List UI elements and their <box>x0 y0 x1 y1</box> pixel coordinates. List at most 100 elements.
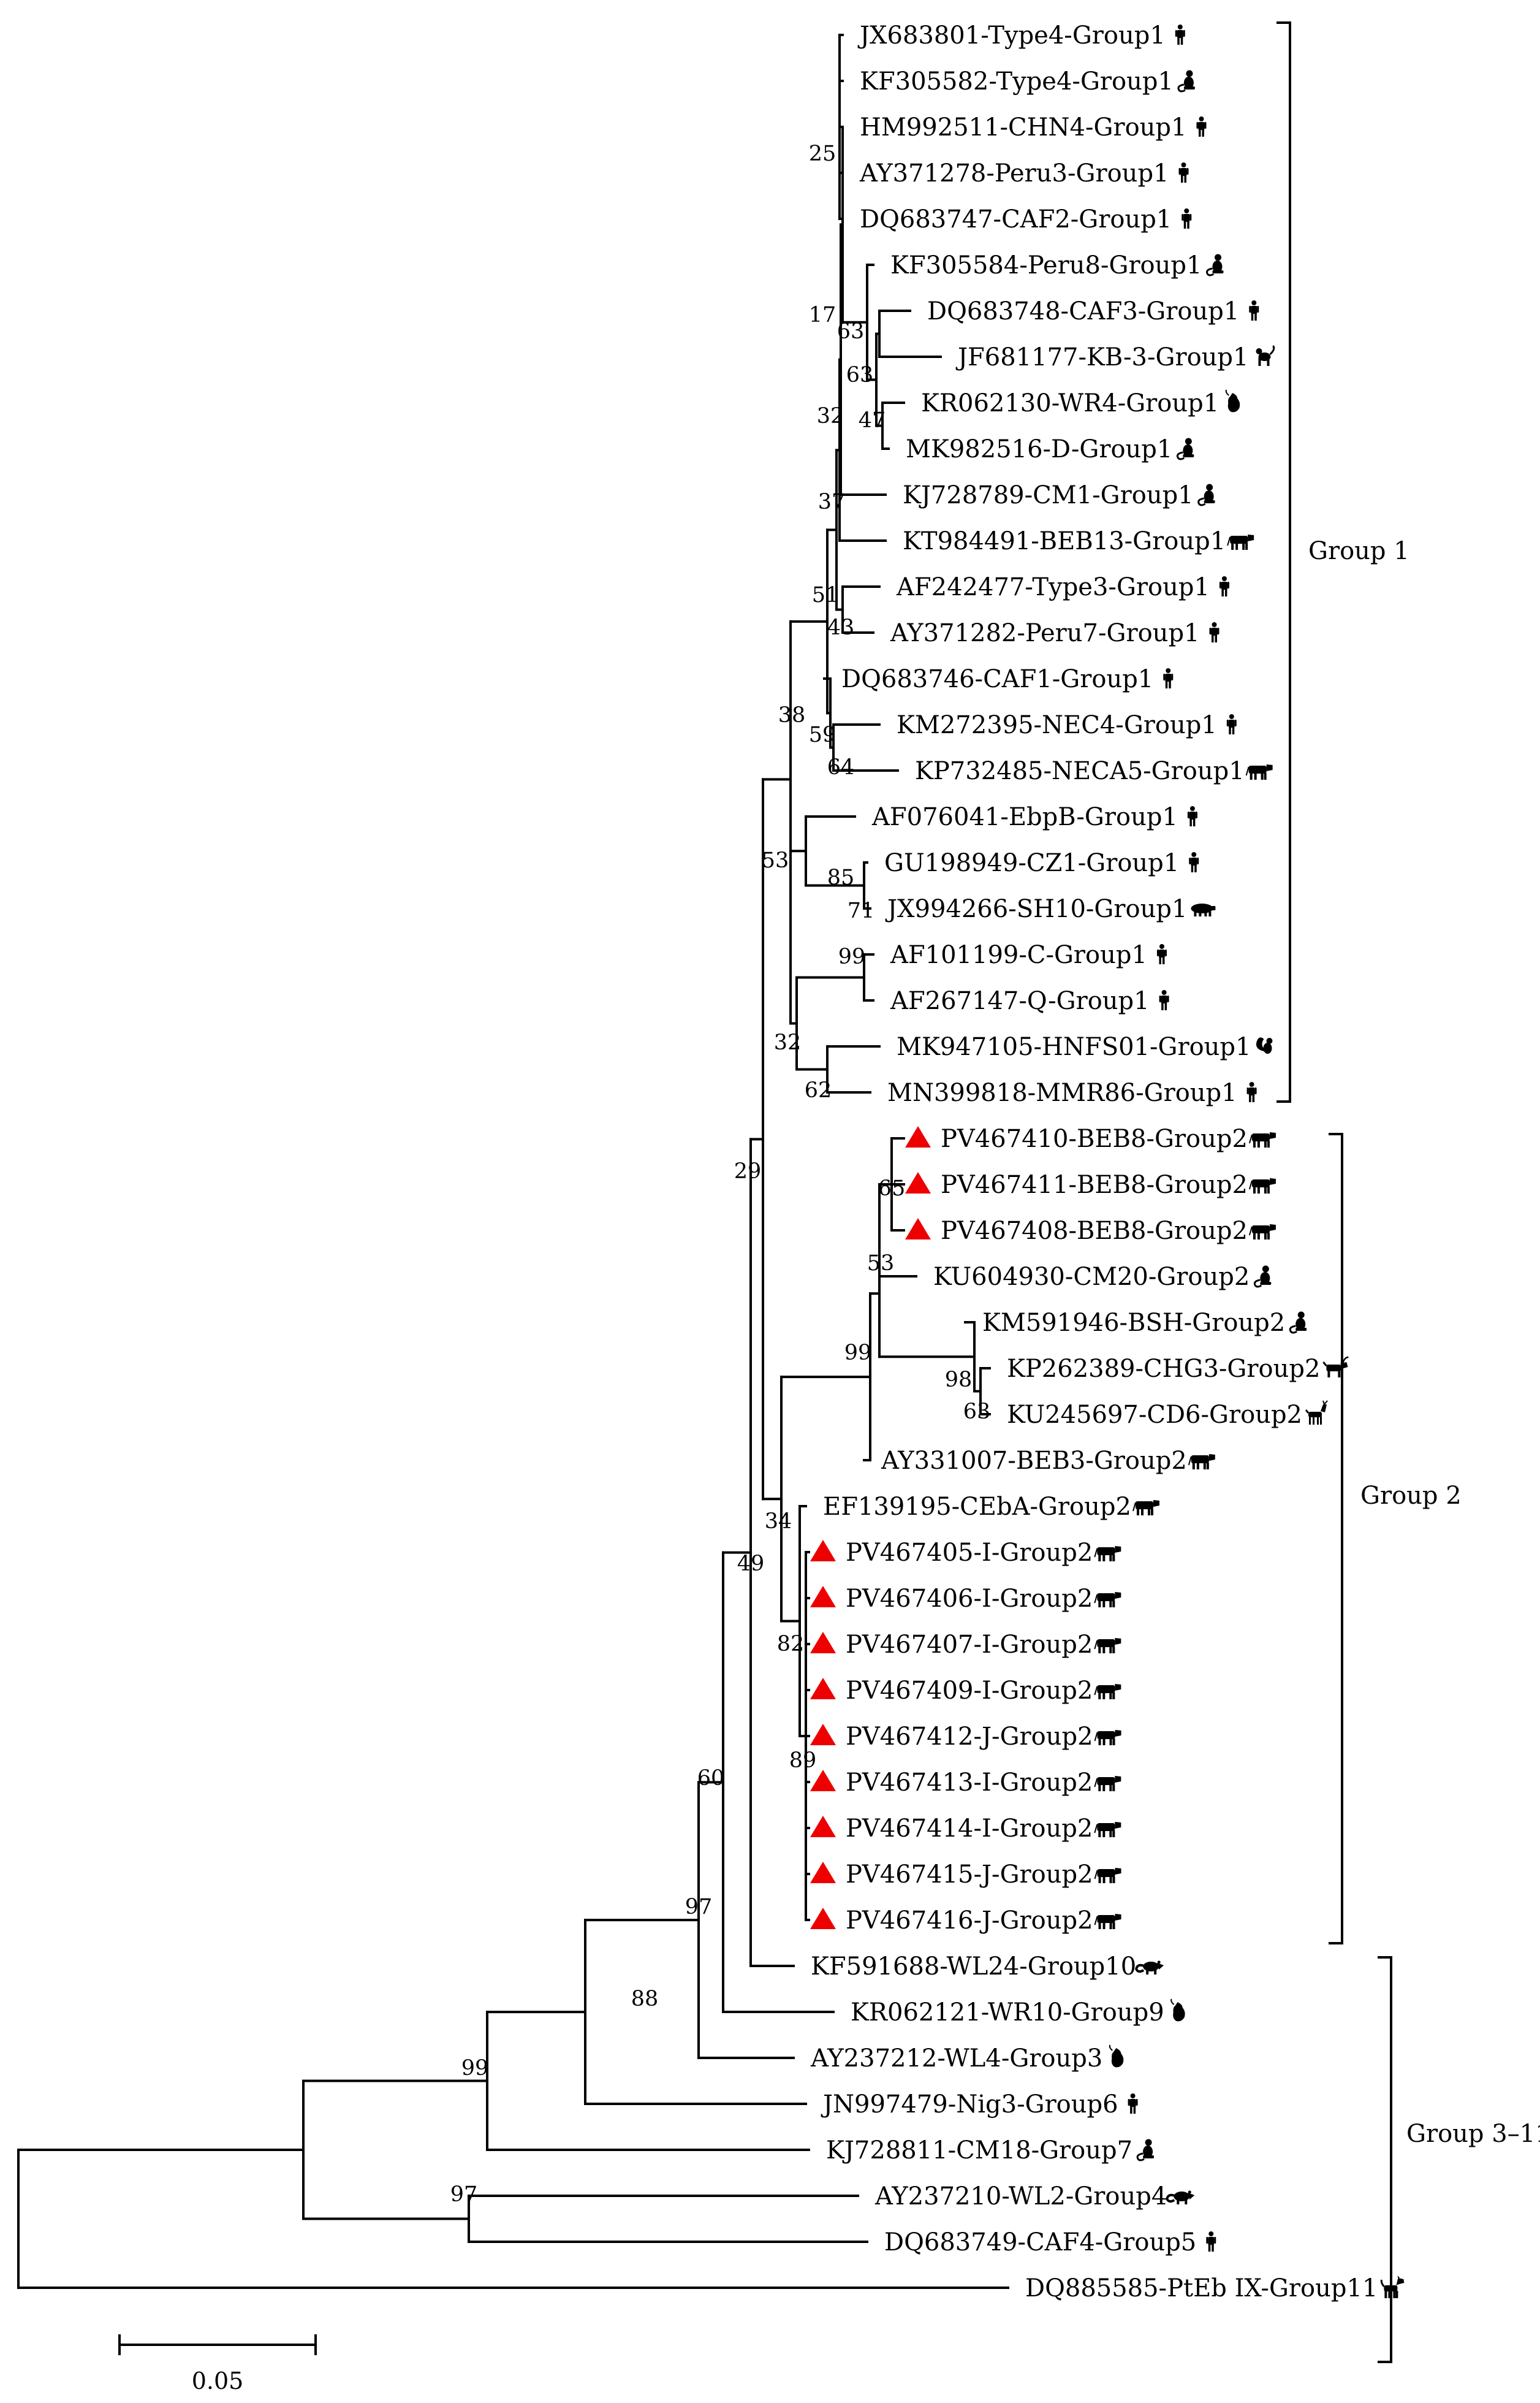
leaf: KU245697-CD6-Group2 <box>1007 1400 1328 1429</box>
leaf: PV467410-BEB8-Group2 <box>905 1125 1276 1153</box>
leaf-label: KF305582-Type4-Group1 <box>860 67 1174 96</box>
leaf: KJ728811-CM18-Group7 <box>826 2136 1155 2165</box>
leaf-label: PV467412-J-Group2 <box>846 1723 1093 1751</box>
cattle-icon <box>1245 764 1273 780</box>
leaf-label: JN997479-Nig3-Group6 <box>821 2090 1118 2119</box>
leaf: AY237212-WL4-Group3 <box>810 2044 1124 2073</box>
cattle-icon <box>1132 1500 1159 1515</box>
human-icon <box>1163 668 1174 688</box>
bootstrap-value: 89 <box>789 1748 817 1773</box>
bootstrap-value: 32 <box>774 1030 802 1055</box>
cattle-icon <box>1094 1730 1121 1745</box>
leaf: DQ683748-CAF3-Group1 <box>927 297 1259 326</box>
leaf-label: KP262389-CHG3-Group2 <box>1007 1355 1320 1383</box>
monkey-icon <box>1197 484 1215 506</box>
leaf-label: DQ683748-CAF3-Group1 <box>927 297 1239 326</box>
leaf: GU198949-CZ1-Group1 <box>884 849 1199 877</box>
bootstrap-value: 32 <box>817 404 844 428</box>
leaf: PV467412-J-Group2 <box>810 1723 1121 1751</box>
this-study-marker-icon <box>810 1770 836 1791</box>
leaf-label: JX683801-Type4-Group1 <box>857 21 1166 50</box>
leaf-label: KF305584-Peru8-Group1 <box>890 251 1202 280</box>
leaf-label: PV467405-I-Group2 <box>846 1539 1093 1567</box>
bootstrap-value: 85 <box>827 866 855 890</box>
cattle-icon <box>1248 1178 1276 1194</box>
human-icon <box>1156 944 1167 964</box>
bootstrap-value: 34 <box>765 1509 792 1534</box>
leaf: AY371278-Peru3-Group1 <box>859 159 1189 188</box>
leaf: KF305582-Type4-Group1 <box>860 67 1195 96</box>
bootstrap-value: 63 <box>846 363 874 387</box>
leaf: PV467408-BEB8-Group2 <box>905 1217 1276 1245</box>
this-study-marker-icon <box>810 1678 836 1699</box>
bootstrap-value: 43 <box>827 615 855 640</box>
leaf: KP732485-NECA5-Group1 <box>915 757 1273 785</box>
bootstrap-value: 59 <box>809 723 836 747</box>
this-study-marker-icon <box>905 1172 931 1194</box>
leaf-label: GU198949-CZ1-Group1 <box>884 849 1179 877</box>
bootstrap-value: 63 <box>837 319 865 344</box>
bootstrap-value: 53 <box>867 1251 895 1276</box>
leaf-label: KJ728811-CM18-Group7 <box>826 2136 1132 2165</box>
cattle-icon <box>1094 1776 1121 1791</box>
leaf-label: PV467410-BEB8-Group2 <box>941 1125 1248 1153</box>
leaf-label: KF591688-WL24-Group10 <box>811 1952 1136 1981</box>
tree-leaves: JX683801-Type4-Group1KF305582-Type4-Grou… <box>810 21 1405 2302</box>
monkey-icon <box>1136 2139 1155 2161</box>
monkey-icon <box>1176 438 1194 460</box>
leaf-label: KR062130-WR4-Group1 <box>921 389 1219 417</box>
leaf: PV467416-J-Group2 <box>810 1906 1121 1935</box>
human-icon <box>1189 852 1199 872</box>
bootstrap-value: 98 <box>945 1368 973 1392</box>
leaf: KM591946-BSH-Group2 <box>982 1309 1307 1337</box>
leaf: KT984491-BEB13-Group1 <box>903 527 1254 555</box>
bootstrap-value: 88 <box>631 1987 659 2011</box>
bootstrap-value: 38 <box>778 703 806 728</box>
bootstrap-value: 17 <box>809 303 836 327</box>
bootstrap-value: 29 <box>734 1159 762 1184</box>
cattle-icon <box>1248 1132 1276 1148</box>
leaf: AY237210-WL2-Group4 <box>874 2182 1195 2211</box>
cattle-icon <box>1094 1914 1121 1929</box>
leaf: KR062130-WR4-Group1 <box>921 389 1240 417</box>
leaf: AF242477-Type3-Group1 <box>896 573 1229 601</box>
leaf-label: HM992511-CHN4-Group1 <box>860 113 1186 142</box>
group-bracket <box>1276 21 1291 1103</box>
bootstrap-value: 65 <box>878 1176 906 1201</box>
leaf-label: AY371278-Peru3-Group1 <box>859 159 1169 188</box>
leaf-label: KJ728789-CM1-Group1 <box>903 481 1194 509</box>
this-study-marker-icon <box>810 1586 836 1607</box>
group-bracket <box>1329 1133 1343 1944</box>
human-icon <box>1187 806 1197 826</box>
leaf-label: PV467407-I-Group2 <box>846 1631 1093 1659</box>
leaf: KJ728789-CM1-Group1 <box>903 481 1215 509</box>
bootstrap-value: 63 <box>963 1400 991 1424</box>
leaf: AF267147-Q-Group1 <box>890 987 1169 1015</box>
leaf-label: PV467406-I-Group2 <box>846 1585 1093 1613</box>
cattle-icon <box>1188 1454 1215 1469</box>
this-study-marker-icon <box>810 1632 836 1653</box>
bootstrap-value: 37 <box>818 490 846 514</box>
leaf-label: PV467416-J-Group2 <box>846 1906 1093 1935</box>
raccoon-icon <box>1135 1960 1164 1975</box>
leaf-label: MK947105-HNFS01-Group1 <box>897 1033 1251 1061</box>
bootstrap-value: 99 <box>461 2056 489 2081</box>
leaf: PV467413-I-Group2 <box>810 1769 1121 1797</box>
leaf: DQ683746-CAF1-Group1 <box>841 665 1174 693</box>
bootstrap-value: 99 <box>838 945 866 969</box>
human-icon <box>1159 990 1169 1010</box>
cattle-icon <box>1094 1868 1121 1883</box>
leaf-label: EF139195-CEbA-Group2 <box>823 1493 1131 1521</box>
cattle-icon <box>1094 1546 1121 1561</box>
leaf-label: AY237212-WL4-Group3 <box>810 2044 1102 2073</box>
leaf: PV467411-BEB8-Group2 <box>905 1171 1276 1199</box>
bootstrap-value: 51 <box>812 583 840 607</box>
bootstrap-value: 97 <box>685 1895 713 1919</box>
leaf: PV467415-J-Group2 <box>810 1860 1121 1889</box>
human-icon <box>1246 1082 1257 1102</box>
leaf: PV467414-I-Group2 <box>810 1815 1121 1843</box>
bootstrap-value: 47 <box>859 408 886 433</box>
leaf-label: AY371282-Peru7-Group1 <box>890 619 1200 647</box>
